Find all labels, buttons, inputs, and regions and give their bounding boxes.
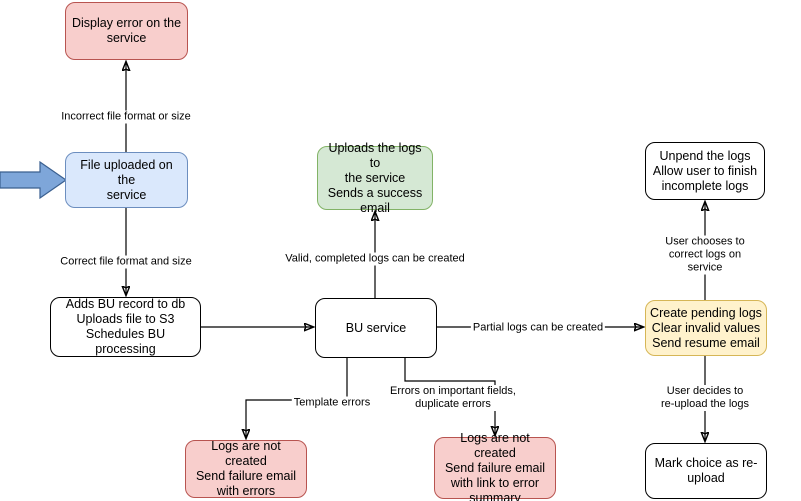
node-uploads-logs[interactable]: Uploads the logs to the service Sends a … <box>317 141 433 215</box>
node-bu-service[interactable]: BU service <box>315 298 437 358</box>
node-logs-not-created-fields[interactable]: Logs are not created Send failure email … <box>434 431 556 501</box>
entry-arrow-icon <box>0 160 68 200</box>
edge-label-valid-logs: Valid, completed logs can be created <box>283 252 467 266</box>
node-create-pending-logs[interactable]: Create pending logs Clear invalid values… <box>645 300 767 356</box>
edge-label-user-corrects: User chooses to correct logs on service <box>657 235 753 275</box>
edge-label-partial-logs: Partial logs can be created <box>470 321 606 335</box>
node-logs-not-created-template[interactable]: Logs are not created Send failure email … <box>185 439 307 498</box>
edge-label-errors-important: Errors on important fields, duplicate er… <box>388 385 518 411</box>
edge-label-correct-format: Correct file format and size <box>58 255 194 269</box>
edge-label-user-reupload: User decides to re-upload the logs <box>657 385 753 411</box>
edge-label-incorrect-format: Incorrect file format or size <box>59 110 193 124</box>
node-file-uploaded[interactable]: File uploaded on the service <box>65 152 188 208</box>
node-mark-reupload[interactable]: Mark choice as re- upload <box>645 443 767 499</box>
edge-label-template-errors: Template errors <box>291 396 373 410</box>
node-unpend-logs[interactable]: Unpend the logs Allow user to finish inc… <box>645 142 765 200</box>
node-adds-bu-record[interactable]: Adds BU record to db Uploads file to S3 … <box>50 297 201 357</box>
node-display-error[interactable]: Display error on the service <box>65 2 188 60</box>
